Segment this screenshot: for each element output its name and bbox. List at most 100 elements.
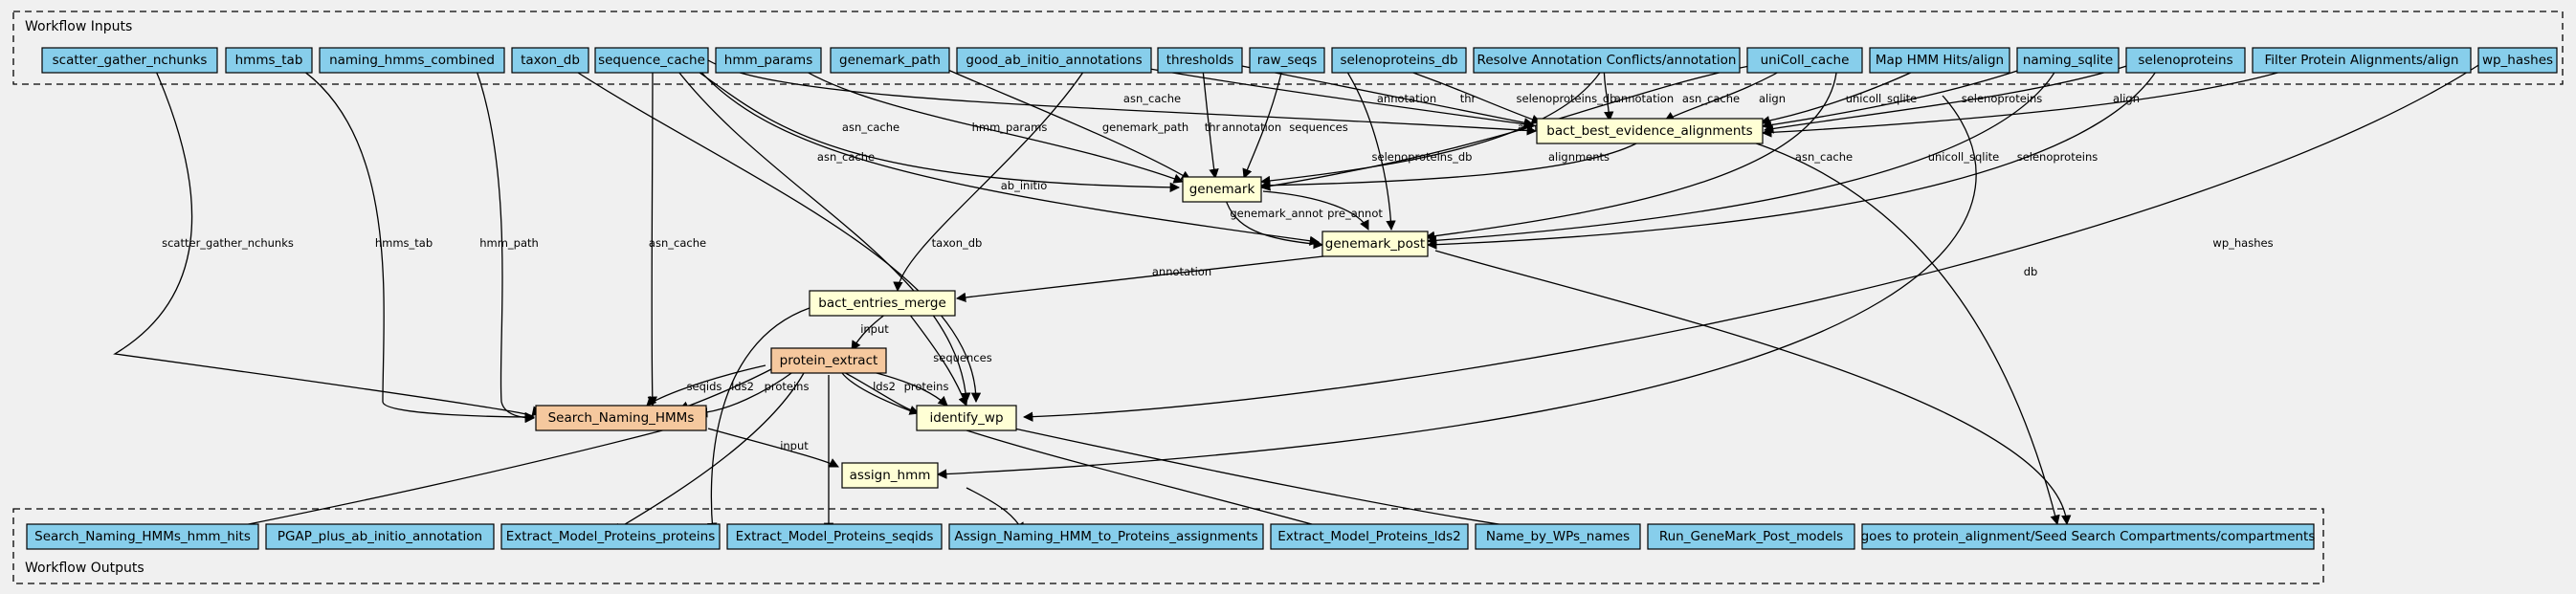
node-genemark-post[interactable]: genemark_post [1321, 231, 1429, 257]
node-good-ab-initio-annotations[interactable]: good_ab_initio_annotations [956, 47, 1152, 74]
edge-label-annotation-bbea: annotation [1377, 92, 1436, 105]
node-out-extract-model-proteins-proteins[interactable]: Extract_Model_Proteins_proteins [500, 523, 721, 550]
output-nodes: Search_Naming_HMMs_hmm_hits PGAP_plus_ab… [26, 523, 2316, 550]
node-scatter-gather-nchunks[interactable]: scatter_gather_nchunks [41, 47, 218, 74]
edge-label-sequences-genemark: sequences [1289, 121, 1347, 134]
svg-text:thresholds: thresholds [1166, 53, 1234, 68]
step-nodes: bact_best_evidence_alignments genemark g… [535, 118, 1764, 489]
edge-bem-pgap [706, 307, 811, 534]
svg-text:Search_Naming_HMMs: Search_Naming_HMMs [548, 410, 695, 426]
node-selenoproteins[interactable]: selenoproteins [2125, 47, 2246, 74]
edge-label-selenodb-genemarkpost: selenoproteins_db [1372, 150, 1473, 164]
workflow-inputs-cluster [12, 11, 2564, 85]
edge-label-thr-bbea: thr [1460, 92, 1477, 105]
node-raw-seqs[interactable]: raw_seqs [1249, 47, 1325, 74]
edge-bem-protein [851, 313, 887, 351]
svg-text:selenoproteins: selenoproteins [2138, 53, 2232, 68]
edge-label-asncache-bbea: asn_cache [1123, 92, 1181, 105]
edge-search-hits [209, 428, 671, 536]
node-out-assign-naming-hmm[interactable]: Assign_Naming_HMM_to_Proteins_assignment… [948, 523, 1264, 550]
node-hmms-tab[interactable]: hmms_tab [225, 47, 313, 74]
edge-protein-search-seqids [646, 364, 766, 407]
edge-label-db: db [2024, 265, 2038, 278]
edge-label-annotation-genemark: annotation [1222, 121, 1281, 134]
edge-label-input-protein: input [860, 322, 889, 336]
edge-label-abinitio: ab_initio [1001, 179, 1048, 192]
node-naming-sqlite[interactable]: naming_sqlite [2016, 47, 2120, 74]
node-wp-hashes[interactable]: wp_hashes [2477, 47, 2558, 74]
edge-bbea-genemark [1259, 143, 1637, 190]
edge-protein-identify-lds2 [841, 370, 920, 415]
svg-text:selenoproteins_db: selenoproteins_db [1340, 53, 1457, 68]
edge-resolve-genemark [1259, 59, 1609, 187]
edge-label-seleno-bbea: selenoproteins [1962, 92, 2043, 105]
edge-label-scatter: scatter_gather_nchunks [162, 236, 294, 250]
node-naming-hmms-combined[interactable]: naming_hmms_combined [319, 47, 505, 74]
svg-text:Assign_Naming_HMM_to_Proteins_: Assign_Naming_HMM_to_Proteins_assignment… [954, 529, 1257, 544]
svg-text:bact_best_evidence_alignments: bact_best_evidence_alignments [1546, 123, 1752, 139]
edge-label-asncache-genemark: asn_cache [842, 121, 899, 134]
edge-genemarkpost-runmodels [1434, 250, 2072, 526]
node-genemark[interactable]: genemark [1182, 176, 1262, 203]
node-out-name-by-wps-names[interactable]: Name_by_WPs_names [1475, 523, 1641, 550]
edge-genemarkpost-bem [955, 253, 1341, 303]
edge-label-asncache-unicoll: asn_cache [1682, 92, 1740, 105]
node-sequence-cache[interactable]: sequence_cache [594, 47, 709, 74]
edge-hmmstab-search [286, 59, 536, 423]
edge-scatter-search [113, 59, 542, 417]
edge-thresholds-genemark [1201, 59, 1219, 180]
node-identify-wp[interactable]: identify_wp [916, 405, 1017, 431]
node-filter-protein-alignments[interactable]: Filter Protein Alignments/align [2252, 47, 2472, 74]
node-map-hmm-hits-align[interactable]: Map HMM Hits/align [1869, 47, 2010, 74]
svg-text:Run_GeneMark_Post_models: Run_GeneMark_Post_models [1659, 529, 1843, 544]
node-taxon-db[interactable]: taxon_db [511, 47, 589, 74]
node-bact-entries-merge[interactable]: bact_entries_merge [809, 290, 956, 317]
node-search-naming-hmms[interactable]: Search_Naming_HMMs [535, 405, 707, 431]
edge-label-asncache-genemarkpost2: asn_cache [1795, 150, 1853, 164]
node-unicoll-cache[interactable]: uniColl_cache [1746, 47, 1863, 74]
node-protein-extract[interactable]: protein_extract [770, 347, 887, 374]
node-out-pgap-plus-ab-initio[interactable]: PGAP_plus_ab_initio_annotation [265, 523, 495, 550]
svg-text:Name_by_WPs_names: Name_by_WPs_names [1486, 529, 1630, 544]
node-out-extract-model-proteins-seqids[interactable]: Extract_Model_Proteins_seqids [726, 523, 943, 550]
edge-label-hmmpath: hmm_path [479, 236, 539, 250]
svg-text:naming_sqlite: naming_sqlite [2023, 53, 2113, 68]
svg-text:PGAP_plus_ab_initio_annotation: PGAP_plus_ab_initio_annotation [278, 529, 482, 544]
node-out-goes-to-protein-alignment[interactable]: goes to protein_alignment/Seed Search Co… [1861, 523, 2316, 550]
svg-text:sequence_cache: sequence_cache [598, 53, 705, 68]
edge-seqcache-search [647, 59, 657, 407]
edge-naming-assign [936, 95, 1977, 479]
node-out-search-naming-hmms-hits[interactable]: Search_Naming_HMMs_hmm_hits [26, 523, 259, 550]
svg-text:Extract_Model_Proteins_lds2: Extract_Model_Proteins_lds2 [1277, 529, 1460, 544]
svg-text:hmm_params: hmm_params [724, 53, 812, 68]
edge-goodab-bem [893, 59, 1092, 293]
edge-protein-emp-proteins [611, 372, 805, 533]
node-bact-best-evidence-alignments[interactable]: bact_best_evidence_alignments [1536, 118, 1764, 144]
edge-label-proteins-identify: proteins [904, 380, 949, 393]
node-out-run-genemark-post-models[interactable]: Run_GeneMark_Post_models [1647, 523, 1855, 550]
node-selenoproteins-db[interactable]: selenoproteins_db [1331, 47, 1467, 74]
edge-label-thr-genemark: thr [1205, 121, 1221, 134]
edge-filter-bbea [1761, 59, 2317, 138]
edge-seqcache-identify [669, 59, 971, 404]
edge-label-hmmstab: hmms_tab [375, 236, 433, 250]
edge-label-seqids: seqids [687, 380, 722, 393]
edge-bem-identify [908, 313, 968, 407]
node-thresholds[interactable]: thresholds [1157, 47, 1243, 74]
node-genemark-path[interactable]: genemark_path [830, 47, 950, 74]
edge-label-selenodb-bbea: selenoproteins_db [1517, 92, 1617, 105]
edge-protein-search-proteins [697, 370, 795, 418]
edge-label-lds2-identify: lds2 [873, 380, 896, 393]
node-hmm-params[interactable]: hmm_params [715, 47, 822, 74]
edge-label-taxondb: taxon_db [932, 236, 983, 250]
svg-text:Resolve Annotation Conflicts/a: Resolve Annotation Conflicts/annotation [1477, 53, 1737, 68]
edge-labels: scatter_gather_nchunks hmms_tab hmm_path… [162, 92, 2273, 452]
edge-seqcache-genemark [680, 59, 1181, 193]
node-resolve-annotation-conflicts[interactable]: Resolve Annotation Conflicts/annotation [1473, 47, 1741, 74]
node-out-extract-model-proteins-lds2[interactable]: Extract_Model_Proteins_lds2 [1270, 523, 1469, 550]
edge-label-annotation-resolve: annotation [1614, 92, 1674, 105]
node-assign-hmm[interactable]: assign_hmm [841, 462, 939, 489]
svg-text:Extract_Model_Proteins_protein: Extract_Model_Proteins_proteins [506, 529, 716, 544]
edge-label-genemarkpath: genemark_path [1102, 121, 1188, 134]
